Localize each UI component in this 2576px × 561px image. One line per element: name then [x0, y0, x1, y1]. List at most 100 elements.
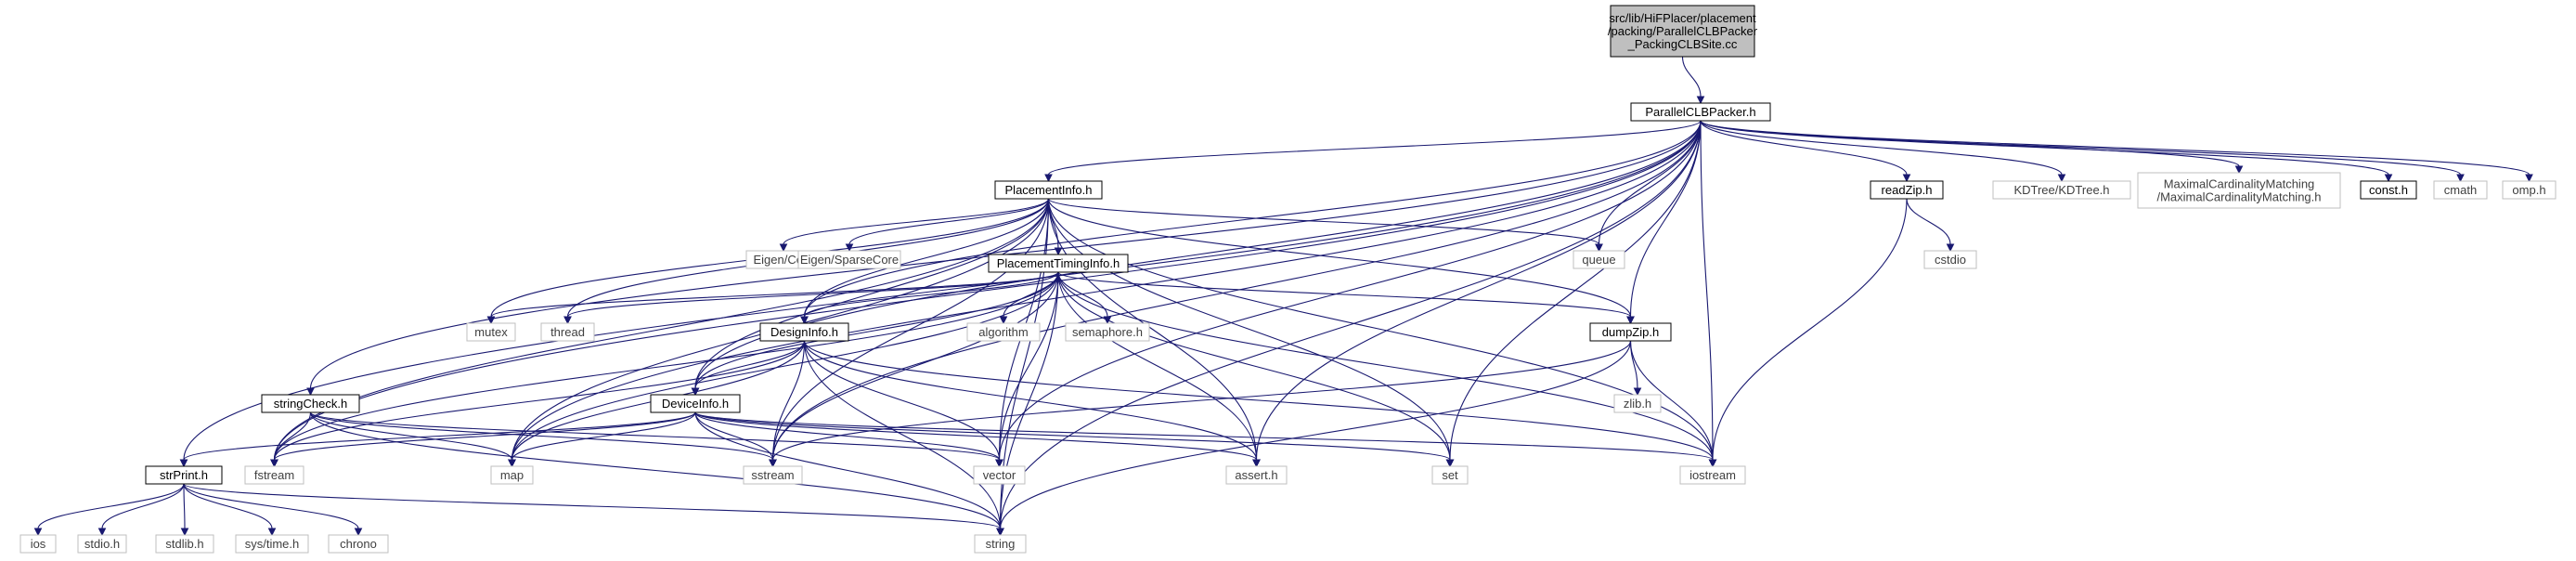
edge-arrowhead [1696, 96, 1705, 105]
node-sstream: sstream [743, 465, 803, 485]
edge-line [803, 198, 1050, 318]
node-box [974, 534, 1027, 554]
node-label: Eigen/SparseCore [800, 253, 899, 267]
node-pinfo[interactable]: PlacementInfo.h [994, 180, 1103, 200]
node-label: omp.h [2512, 183, 2545, 197]
node-box [797, 250, 901, 269]
node-box [261, 394, 360, 413]
node-dinfo[interactable]: DesignInfo.h [759, 322, 849, 342]
node-label: readZip.h [1882, 183, 1933, 197]
node-label: src/lib/HiFPlacer/placement [1609, 11, 1756, 25]
node-label: vector [983, 468, 1016, 482]
node-root[interactable]: src/lib/HiFPlacer/placement/packing/Para… [1608, 5, 1758, 58]
node-strcheck[interactable]: stringCheck.h [261, 394, 360, 413]
include-edge-dumpzip-to-string [996, 340, 1632, 537]
edge-line [803, 340, 1714, 461]
edge-line [783, 198, 1050, 245]
include-edge-devinfo-to-vector [694, 411, 1003, 468]
edge-arrowhead [2234, 165, 2244, 175]
edge-arrowhead [486, 316, 496, 325]
node-label: stdlib.h [165, 537, 203, 551]
include-edge-pclb-to-dinfo [800, 120, 1702, 325]
node-strprint[interactable]: strPrint.h [145, 465, 223, 485]
node-layer: src/lib/HiFPlacer/placement/packing/Para… [19, 5, 2557, 554]
edge-arrowhead [180, 528, 189, 537]
include-edge-pclb-to-vector [995, 120, 1702, 468]
edge-line [183, 411, 696, 461]
node-label: thread [550, 325, 585, 339]
node-label: zlib.h [1624, 397, 1651, 411]
edge-line [1047, 198, 1632, 318]
edge-arrowhead [267, 528, 277, 537]
node-label: dumpZip.h [1602, 325, 1659, 339]
node-set: set [1431, 465, 1469, 485]
edge-arrowhead [179, 459, 188, 468]
include-edge-ptiming-to-dumpzip [1057, 271, 1635, 325]
node-label: chrono [340, 537, 377, 551]
node-dumpzip[interactable]: dumpZip.h [1589, 322, 1672, 342]
include-edge-pclb-to-const [1700, 120, 2393, 183]
edge-line [1700, 120, 2063, 176]
include-edge-pclb-to-kdtree [1700, 120, 2066, 183]
include-edge-pclb-to-omp [1700, 120, 2533, 183]
edge-line [1598, 120, 1702, 245]
edge-line [771, 198, 1050, 461]
edge-line [1047, 120, 1702, 176]
node-box [145, 465, 223, 485]
node-zlib: zlib.h [1613, 394, 1662, 413]
node-label: cstdio [1935, 253, 1966, 267]
edge-arrowhead [769, 459, 777, 468]
edge-line [1906, 198, 1951, 245]
edge-arrowhead [2456, 174, 2465, 183]
edge-line [771, 120, 1702, 461]
edge-line [999, 340, 1632, 529]
node-label: /MaximalCardinalityMatching.h [2156, 190, 2321, 204]
edge-line [1700, 120, 1908, 176]
node-box [2502, 180, 2557, 200]
edge-arrowhead [1044, 174, 1053, 183]
edge-arrowhead [2057, 174, 2066, 183]
edge-line [1681, 56, 1702, 98]
edge-line [1629, 120, 1702, 318]
node-box [244, 465, 304, 485]
edge-line [183, 120, 1702, 461]
node-pclb[interactable]: ParallelCLBPacker.h [1630, 102, 1771, 122]
node-ptiming[interactable]: PlacementTimingInfo.h [988, 254, 1129, 273]
node-box [1630, 102, 1771, 122]
include-edge-pclb-to-fstream [270, 120, 1702, 468]
node-devinfo[interactable]: DeviceInfo.h [650, 394, 741, 413]
edge-line [803, 271, 1059, 318]
include-edge-dumpzip-to-zlib [1629, 340, 1642, 397]
edge-line [694, 198, 1050, 389]
include-edge-devinfo-to-assert [694, 411, 1261, 468]
node-kdtree: KDTree/KDTree.h [1992, 180, 2131, 200]
edge-arrowhead [779, 243, 788, 253]
node-const[interactable]: const.h [2360, 180, 2417, 200]
node-box [743, 465, 803, 485]
node-box [540, 322, 595, 342]
node-box [1679, 465, 1746, 485]
include-edge-ptiming-to-iostream [1057, 271, 1717, 468]
edge-line [1057, 271, 1632, 318]
edge-line [309, 411, 1002, 529]
edge-line [309, 411, 774, 461]
edge-line [1700, 120, 2389, 176]
node-label: PlacementInfo.h [1005, 183, 1093, 197]
edge-line [273, 411, 312, 461]
node-label: sstream [751, 468, 794, 482]
edge-arrowhead [33, 528, 43, 537]
include-edge-strprint-to-chrono [183, 483, 363, 537]
node-label: iostream [1689, 468, 1736, 482]
node-label: mutex [474, 325, 508, 339]
node-label: _PackingCLBSite.cc [1627, 37, 1738, 51]
include-edge-pinfo-to-ptiming [1047, 198, 1063, 256]
node-readzip[interactable]: readZip.h [1870, 180, 1944, 200]
node-vector: vector [973, 465, 1026, 485]
edge-arrowhead [1252, 459, 1261, 468]
include-edge-ptiming-to-string [996, 271, 1059, 537]
node-label: KDTree/KDTree.h [2013, 183, 2109, 197]
edge-arrowhead [800, 316, 809, 325]
edge-arrowhead [97, 528, 107, 537]
node-label: MaximalCardinalityMatching [2164, 177, 2315, 191]
edge-line [694, 411, 1001, 461]
